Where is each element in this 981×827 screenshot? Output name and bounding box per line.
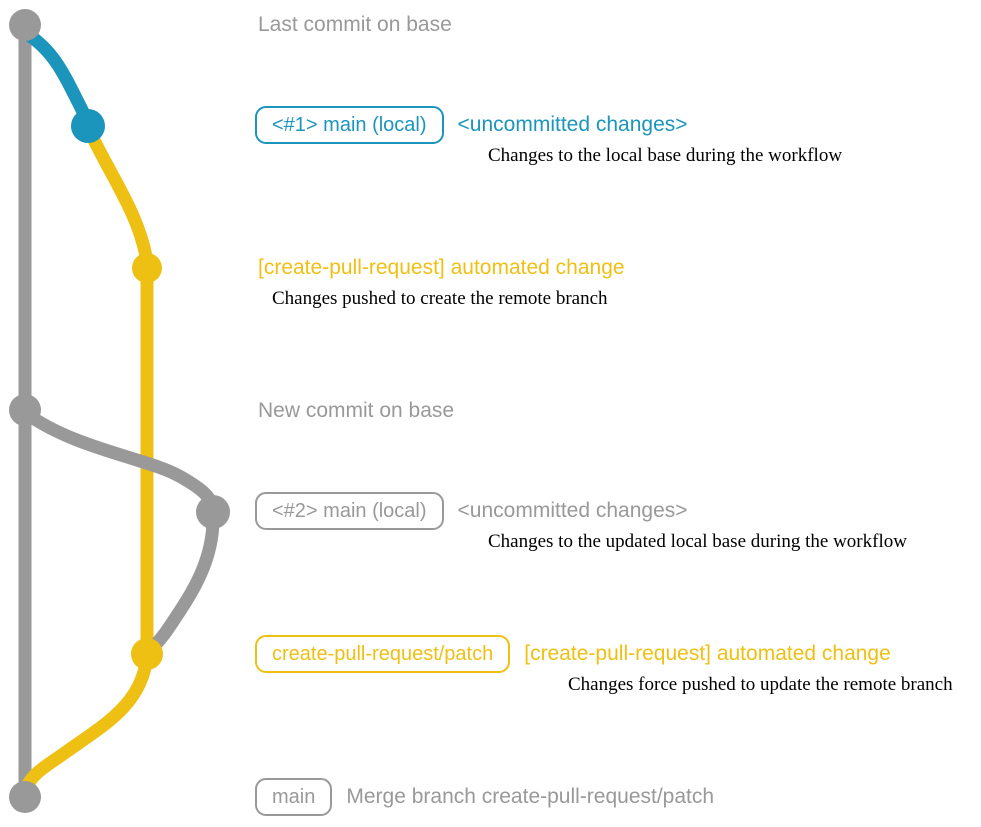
commit-node-last-base [9,9,41,41]
uncommitted-changes-desc-1: Changes to the local base during the wor… [488,145,843,166]
new-commit-label: New commit on base [258,399,455,422]
commit-node-uncommitted-2 [196,495,230,529]
local-branch-curve [19,26,95,132]
rebase-curve [142,509,220,659]
remote-branch-curve-top [83,125,154,269]
row-new-commit: New commit on base [258,399,454,423]
row-uncommitted-2: <#2> main (local) <uncommitted changes> [255,492,688,530]
branch-badge-main-local-1: <#1> main (local) [255,106,444,144]
branch-badge-main-local-2: <#2> main (local) [255,492,444,530]
row-merge: main Merge branch create-pull-request/pa… [255,778,714,816]
uncommitted-changes-desc-2: Changes to the updated local base during… [488,531,907,552]
automated-change-title-2: [create-pull-request] automated change [524,642,891,665]
row-automated-1: [create-pull-request] automated change [258,256,625,280]
branch-badge-patch: create-pull-request/patch [255,635,511,673]
automated-change-desc-1: Changes pushed to create the remote bran… [272,288,608,309]
commit-node-uncommitted-1 [71,109,105,143]
automated-change-desc-2: Changes force pushed to update the remot… [568,674,953,695]
uncommitted-changes-title-2: <uncommitted changes> [457,499,688,522]
remote-branch-merge-curve [20,648,154,793]
commit-node-automated-1 [132,253,162,283]
uncommitted-changes-title-1: <uncommitted changes> [457,113,688,136]
base-update-curve [20,407,220,515]
commit-node-new-base [9,394,41,426]
branch-badge-main: main [255,778,333,816]
row-uncommitted-1: <#1> main (local) <uncommitted changes> [255,106,688,144]
merge-commit-title: Merge branch create-pull-request/patch [346,785,715,808]
row-last-commit: Last commit on base [258,13,452,37]
last-commit-label: Last commit on base [258,13,452,36]
commit-node-merge [9,781,41,813]
automated-change-title-1: [create-pull-request] automated change [258,256,625,279]
commit-node-automated-2 [131,638,163,670]
branch-graph [9,9,230,813]
row-automated-2: create-pull-request/patch [create-pull-r… [255,635,891,673]
